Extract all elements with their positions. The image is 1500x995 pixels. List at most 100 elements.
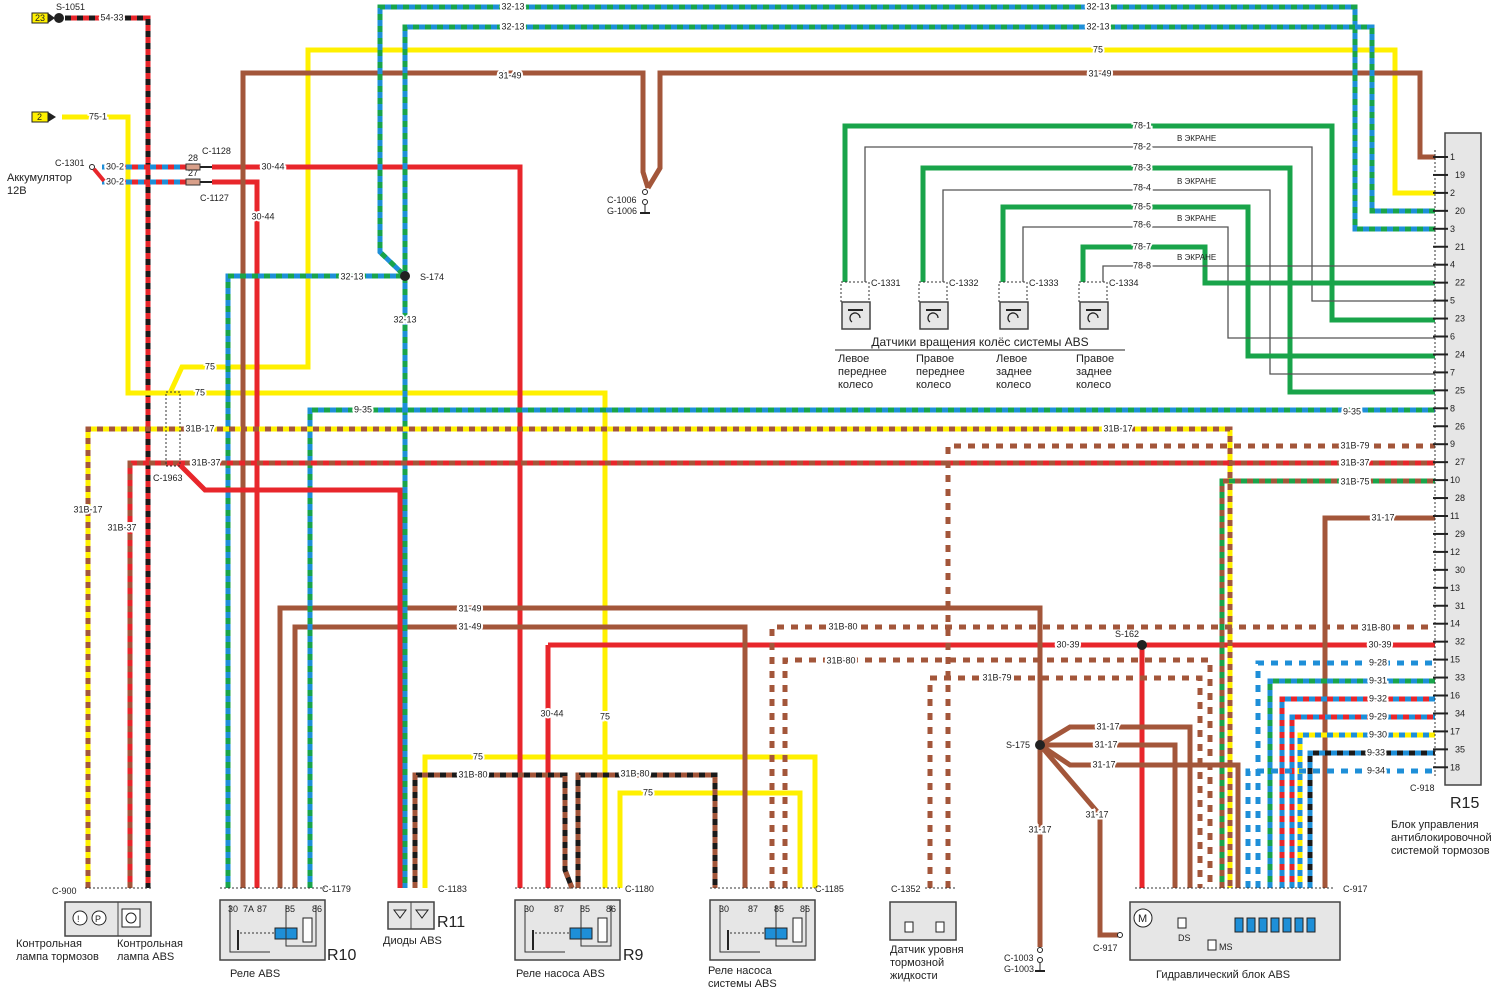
sensor-name: колесо: [838, 379, 873, 391]
r15-pin-label: 14: [1450, 619, 1460, 629]
r15-pin-label: 31: [1455, 601, 1465, 611]
brake-fluid-level-sensor: [889, 901, 957, 941]
sensor-name: заднее: [996, 366, 1032, 378]
abs-warning-lamp-icon: [121, 908, 141, 928]
r9-label: R9: [623, 947, 644, 964]
c900-label: C-900: [52, 886, 77, 896]
c1185-label: C-1185: [815, 884, 844, 894]
fuse-27-label: 27: [188, 168, 198, 178]
r15-pin-label: 13: [1450, 583, 1460, 593]
sensor-name: переднее: [838, 366, 887, 378]
wire-label: 31-17: [1028, 824, 1051, 834]
wire-label: 32-13: [340, 271, 363, 281]
sensor-connector-label: C-1331: [871, 278, 901, 288]
r15-pin-label: 28: [1455, 493, 1465, 503]
r15-pin-label: 7: [1450, 367, 1455, 377]
wire-label: 78-1: [1133, 120, 1151, 130]
shield-note: В ЭКРАНЕ: [1177, 177, 1216, 186]
sensor-icon: [927, 312, 939, 323]
r10-pin-7a: 7A: [243, 904, 254, 914]
wire-label: 75: [195, 387, 205, 397]
wire-label: 78-4: [1133, 182, 1151, 192]
fluid-sensor-caption-2: тормозной: [890, 957, 944, 969]
wire-75: [168, 390, 608, 888]
wire-label: 31B-79: [982, 672, 1011, 682]
wire-label: 32-13: [501, 1, 524, 11]
r15-abs-control-unit: [1444, 132, 1482, 786]
wire-78-4: [942, 189, 1435, 375]
c1183-label: C-1183: [438, 884, 467, 894]
r15-pins: 1192203214225236247258269271028112912301…: [1433, 152, 1465, 772]
wire-label: 78-5: [1133, 201, 1151, 211]
wire-31-49: [277, 605, 1043, 888]
splice-s174-dot: [400, 271, 410, 281]
c1301-label: C-1301: [55, 158, 85, 168]
wire-label: 31-49: [498, 70, 521, 80]
r15-pin-label: 16: [1450, 691, 1460, 701]
fuse-block-2-label: 2: [37, 112, 42, 122]
sensor-connector-label: C-1334: [1109, 278, 1139, 288]
r15-pin-label: 8: [1450, 403, 1455, 413]
wire-label: 78-7: [1133, 241, 1151, 251]
r15-pin-label: 25: [1455, 385, 1465, 395]
wire-label: 75: [473, 751, 483, 761]
splice-s175-dot: [1035, 740, 1045, 750]
wire-31-17: [1038, 742, 1241, 888]
sensors-title: Датчики вращения колёс системы ABS: [871, 335, 1088, 349]
wire-label: 78-2: [1133, 141, 1151, 151]
wire-label: 31B-80: [1361, 622, 1390, 632]
c1006-label: C-1006: [607, 195, 637, 205]
wire-label: 75-1: [89, 111, 107, 121]
wire-9-30: [1297, 732, 1435, 888]
fluid-sensor-caption-1: Датчик уровня: [890, 944, 964, 956]
c1179-label: C-1179: [322, 884, 351, 894]
pump-relay-pin-87: 87: [748, 904, 758, 914]
sensor-icon: [849, 312, 861, 323]
r15-pin-label: 11: [1450, 511, 1459, 521]
r10-pin-30: 30: [228, 904, 238, 914]
wire-75-1: [62, 114, 168, 396]
wire-9-34: [1245, 768, 1435, 888]
wire-label: 30-39: [1056, 639, 1079, 649]
ds-switch-icon: [1177, 917, 1187, 929]
wire-label: 9-32: [1369, 693, 1387, 703]
wire-label: 75: [600, 711, 610, 721]
wire-9-32: [1279, 696, 1435, 888]
solenoid-valve-icon: [1282, 917, 1292, 933]
abs-lamp-caption-2: лампа ABS: [117, 951, 174, 963]
wire-label: 9-33: [1367, 747, 1385, 757]
g1006-label: G-1006: [607, 206, 637, 216]
wire-label: 30-39: [1368, 639, 1391, 649]
wire-label: 30-2: [106, 176, 124, 186]
sensor-name: заднее: [1076, 366, 1112, 378]
wire-label: 9-28: [1369, 657, 1387, 667]
r15-pin-label: 21: [1455, 242, 1465, 252]
wire-9-28: [1255, 660, 1435, 888]
relay-r9: [514, 887, 621, 961]
fuse-block-23-label: 23: [35, 13, 45, 23]
r15-label: R15: [1450, 795, 1479, 812]
sensor-connector-label: C-1332: [949, 278, 979, 288]
wire-label: 30-44: [251, 211, 274, 221]
wire-label: 31-17: [1371, 512, 1394, 522]
wire-75: [617, 790, 803, 888]
battery-terminal: [89, 164, 95, 170]
wire-31b-37: [127, 460, 1435, 888]
wire-label: 9-35: [354, 404, 372, 414]
wire-labels-layer: 54-3375-175757575757530-230-230-4430-443…: [71, 0, 1396, 836]
wire-label: 31-49: [458, 621, 481, 631]
solenoid-valve-icon: [1258, 917, 1268, 933]
wire-label: 9-31: [1369, 675, 1387, 685]
brake-warning-icon: [72, 910, 88, 926]
wire-30-44: [212, 179, 260, 888]
battery-label: Аккумулятор: [7, 172, 72, 184]
c1963-label: C-1963: [153, 473, 183, 483]
motor-label: M: [1138, 913, 1147, 925]
sensor-name: Левое: [996, 353, 1027, 365]
r15-pin-label: 22: [1455, 278, 1465, 288]
r15-pin-label: 27: [1455, 457, 1465, 467]
sensor-name: колесо: [1076, 379, 1111, 391]
r15-caption-1: Блок управления: [1391, 819, 1479, 831]
r15-pin-label: 2: [1450, 188, 1455, 198]
